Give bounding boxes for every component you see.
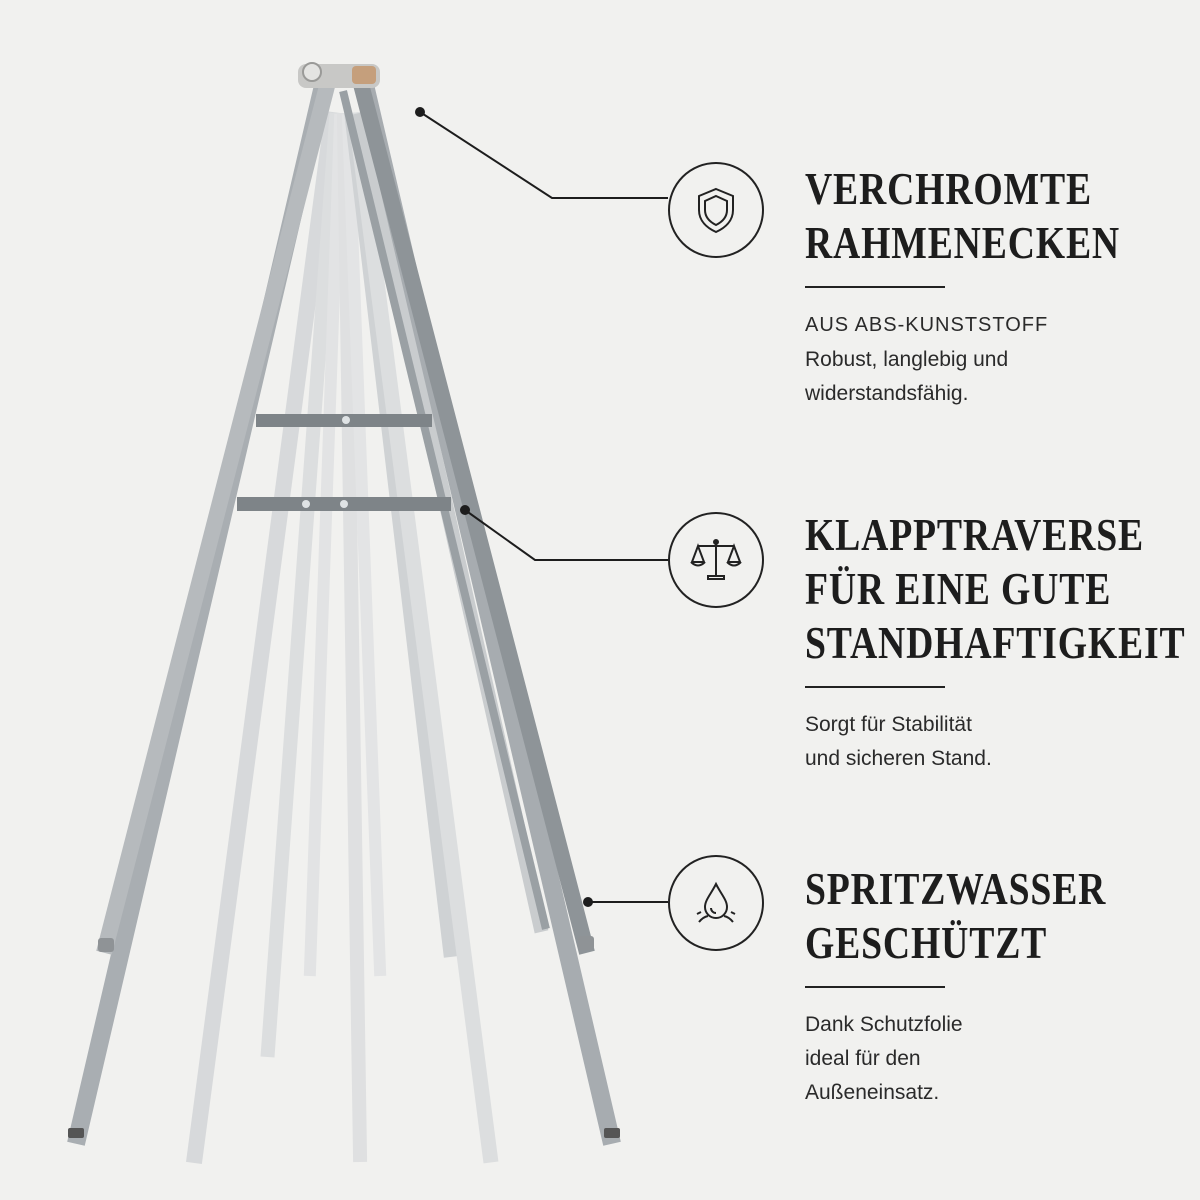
feature-title: SPRITZWASSER GESCHÜTZT — [805, 863, 1107, 968]
feature-description: Dank Schutzfolie ideal für den Außeneins… — [805, 1013, 963, 1104]
divider — [805, 986, 945, 988]
leg-feet — [68, 936, 620, 1138]
feature-description: Sorgt für Stabilität und sicheren Stand. — [805, 713, 992, 770]
feature-subtitle: AUS ABS-KUNSTSTOFF — [805, 314, 1049, 336]
callout-dots — [415, 107, 593, 907]
divider — [805, 686, 945, 688]
shield-icon — [668, 162, 764, 258]
scale-icon — [668, 512, 764, 608]
feature-description: Robust, langlebig und widerstandsfähig. — [805, 348, 1009, 405]
cross-braces — [237, 414, 451, 511]
callout-lines — [419, 111, 668, 903]
feature-title: KLAPPTRAVERSE FÜR EINE GUTE STANDHAFTIGK… — [805, 509, 1186, 668]
water-drop-icon — [668, 855, 764, 951]
divider — [805, 286, 945, 288]
feature-frame-corners: VERCHROMTE RAHMENECKEN AUS ABS-KUNSTSTOF… — [805, 162, 1185, 411]
feature-splash-protection: SPRITZWASSER GESCHÜTZT Dank Schutzfolie … — [805, 862, 1185, 1110]
feature-folding-brace: KLAPPTRAVERSE FÜR EINE GUTE STANDHAFTIGK… — [805, 508, 1185, 776]
frame-corner-caps — [298, 62, 380, 88]
ghost-legs — [186, 111, 549, 1164]
feature-title: VERCHROMTE RAHMENECKEN — [805, 163, 1120, 268]
